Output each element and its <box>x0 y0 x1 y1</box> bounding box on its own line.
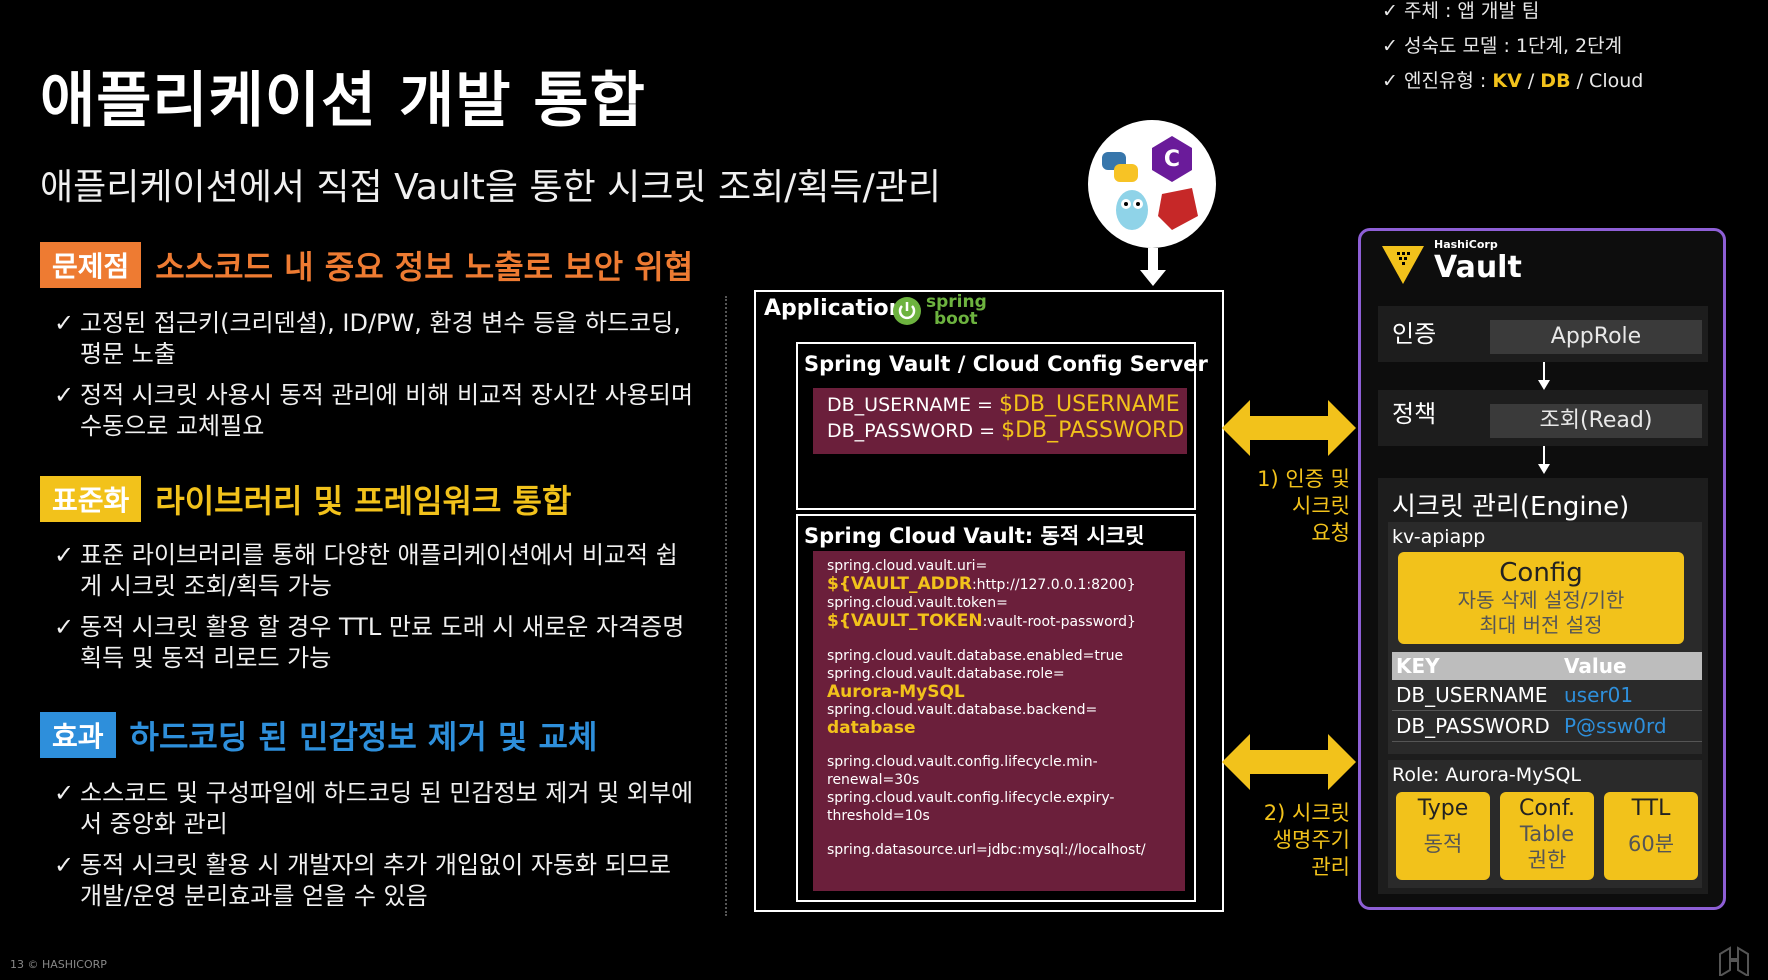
kv-engine-label: kv-apiapp <box>1392 526 1486 548</box>
hashicorp-logo-icon <box>1718 946 1750 980</box>
python-icon <box>1102 152 1138 182</box>
role-card-conf: Conf. Table 권한 <box>1500 792 1594 880</box>
checklist-item: ✓ 엔진유형 : KV / DB / Cloud <box>1382 70 1644 92</box>
role-card-type: Type 동적 <box>1396 792 1490 880</box>
engine-label: 시크릿 관리(Engine) <box>1392 492 1630 522</box>
summary-checklist: ✓ 주체 : 앱 개발 팀 ✓ 성숙도 모델 : 1단계, 2단계 ✓ 엔진유형… <box>1382 0 1712 99</box>
code-line: ${VAULT_TOKEN:vault-root-password} <box>827 611 1136 631</box>
list-item: ✓정적 시크릿 사용시 동적 관리에 비해 비교적 장시간 사용되며 수동으로 … <box>54 381 694 440</box>
svg-text:C: C <box>1164 147 1180 172</box>
checklist-item: ✓ 성숙도 모델 : 1단계, 2단계 <box>1382 35 1623 57</box>
list-item: ✓고정된 접근키(크리덴셜), ID/PW, 환경 변수 등을 하드코딩, 평문… <box>54 309 681 368</box>
role-label: Role: Aurora-MySQL <box>1392 764 1581 786</box>
code-line: DB_USERNAME = $DB_USERNAME <box>827 392 1180 417</box>
standard-title: 라이브러리 및 프레임워크 통합 <box>155 482 572 520</box>
language-icons-bubble: C <box>1088 120 1216 248</box>
role-card-ttl: TTL 60분 <box>1604 792 1698 880</box>
spring-config-code-block: spring.cloud.vault.uri= ${VAULT_ADDR:htt… <box>813 551 1185 891</box>
application-label: Application <box>764 296 905 321</box>
policy-label: 정책 <box>1392 400 1437 428</box>
problem-bullets: ✓고정된 접근키(크리덴셜), ID/PW, 환경 변수 등을 하드코딩, 평문… <box>54 308 694 452</box>
page-title: 애플리케이션 개발 통합 <box>40 66 646 136</box>
code-line: DB_PASSWORD = $DB_PASSWORD <box>827 418 1185 443</box>
code-line: database <box>827 718 916 738</box>
arrow-down-icon <box>1538 446 1550 479</box>
list-item: ✓동적 시크릿 활용 할 경우 TTL 만료 도래 시 새로운 자격증명 획득 … <box>54 613 685 672</box>
section-problem-header: 문제점 소스코드 내 중요 정보 노출로 보안 위협 <box>40 242 693 288</box>
double-arrow-icon <box>1222 398 1356 462</box>
go-gopher-icon <box>1116 190 1148 230</box>
hashicorp-brand: HashiCorp <box>1434 238 1498 251</box>
spring-vault-config-box <box>796 342 1196 510</box>
spring-cloud-vault-title: Spring Cloud Vault: 동적 시크릿 <box>804 524 1145 548</box>
code-line: spring.cloud.vault.database.enabled=true <box>827 648 1124 664</box>
policy-value: 조회(Read) <box>1490 404 1702 438</box>
list-item: ✓소스코드 및 구성파일에 하드코딩 된 민감정보 제거 및 외부에서 중앙화 … <box>54 779 694 838</box>
list-item: ✓표준 라이브러리를 통해 다양한 애플리케이션에서 비교적 쉽게 시크릿 조회… <box>54 541 678 600</box>
code-line: spring.cloud.vault.config.lifecycle.expi… <box>827 790 1115 806</box>
code-line: ${VAULT_ADDR:http://127.0.0.1:8200} <box>827 574 1136 594</box>
code-line: spring.datasource.url=jdbc:mysql://local… <box>827 842 1146 858</box>
ruby-icon <box>1158 188 1198 230</box>
section-standard-header: 표준화 라이브러리 및 프레임워크 통합 <box>40 476 571 522</box>
standard-bullets: ✓표준 라이브러리를 통해 다양한 애플리케이션에서 비교적 쉽게 시크릿 조회… <box>54 540 694 684</box>
section-effect-header: 효과 하드코딩 된 민감정보 제거 및 교체 <box>40 712 597 758</box>
auth-label: 인증 <box>1392 320 1437 348</box>
kv-table-header: KEY Value <box>1392 652 1702 680</box>
code-line: threshold=10s <box>827 808 930 824</box>
spring-cloud-vault-box <box>796 514 1196 902</box>
effect-bullets: ✓소스코드 및 구성파일에 하드코딩 된 민감정보 제거 및 외부에서 중앙화 … <box>54 778 694 922</box>
slide-footer: 13 © HASHICORP <box>10 958 107 971</box>
spring-vault-config-title: Spring Vault / Cloud Config Server <box>804 352 1208 376</box>
code-line: spring.cloud.vault.token= <box>827 595 1008 611</box>
vault-logo-icon <box>1382 246 1424 288</box>
code-line: spring.cloud.vault.database.backend= <box>827 702 1098 718</box>
code-line: renewal=30s <box>827 772 920 788</box>
env-var-code-block: DB_USERNAME = $DB_USERNAME DB_PASSWORD =… <box>813 388 1187 454</box>
vault-brand: Vault <box>1434 250 1522 285</box>
problem-title: 소스코드 내 중요 정보 노출로 보안 위협 <box>155 248 694 286</box>
standard-badge: 표준화 <box>40 476 142 522</box>
down-arrow-icon <box>1140 248 1166 292</box>
power-icon <box>893 297 921 325</box>
code-line: spring.cloud.vault.config.lifecycle.min- <box>827 754 1098 770</box>
role-cards: Type 동적 Conf. Table 권한 TTL 60분 <box>1396 792 1698 880</box>
code-line: Aurora-MySQL <box>827 682 965 702</box>
double-arrow-icon <box>1222 732 1356 796</box>
arrow-down-icon <box>1538 362 1550 395</box>
effect-badge: 효과 <box>40 712 116 758</box>
checklist-item: ✓ 주체 : 앱 개발 팀 <box>1382 0 1540 22</box>
problem-badge: 문제점 <box>40 242 142 288</box>
code-line: spring.cloud.vault.database.role= <box>827 666 1065 682</box>
effect-title: 하드코딩 된 민감정보 제거 및 교체 <box>129 718 598 756</box>
column-divider <box>725 296 727 916</box>
config-card: Config 자동 삭제 설정/기한 최대 버전 설정 <box>1398 552 1684 644</box>
csharp-icon: C <box>1152 136 1192 182</box>
application-box <box>754 290 1224 912</box>
code-line: spring.cloud.vault.uri= <box>827 558 988 574</box>
auth-value: AppRole <box>1490 320 1702 354</box>
list-item: ✓동적 시크릿 활용 시 개발자의 추가 개입없이 자동화 되므로 개발/운영 … <box>54 851 671 910</box>
page-subtitle: 애플리케이션에서 직접 Vault을 통한 시크릿 조회/획득/관리 <box>40 167 941 208</box>
